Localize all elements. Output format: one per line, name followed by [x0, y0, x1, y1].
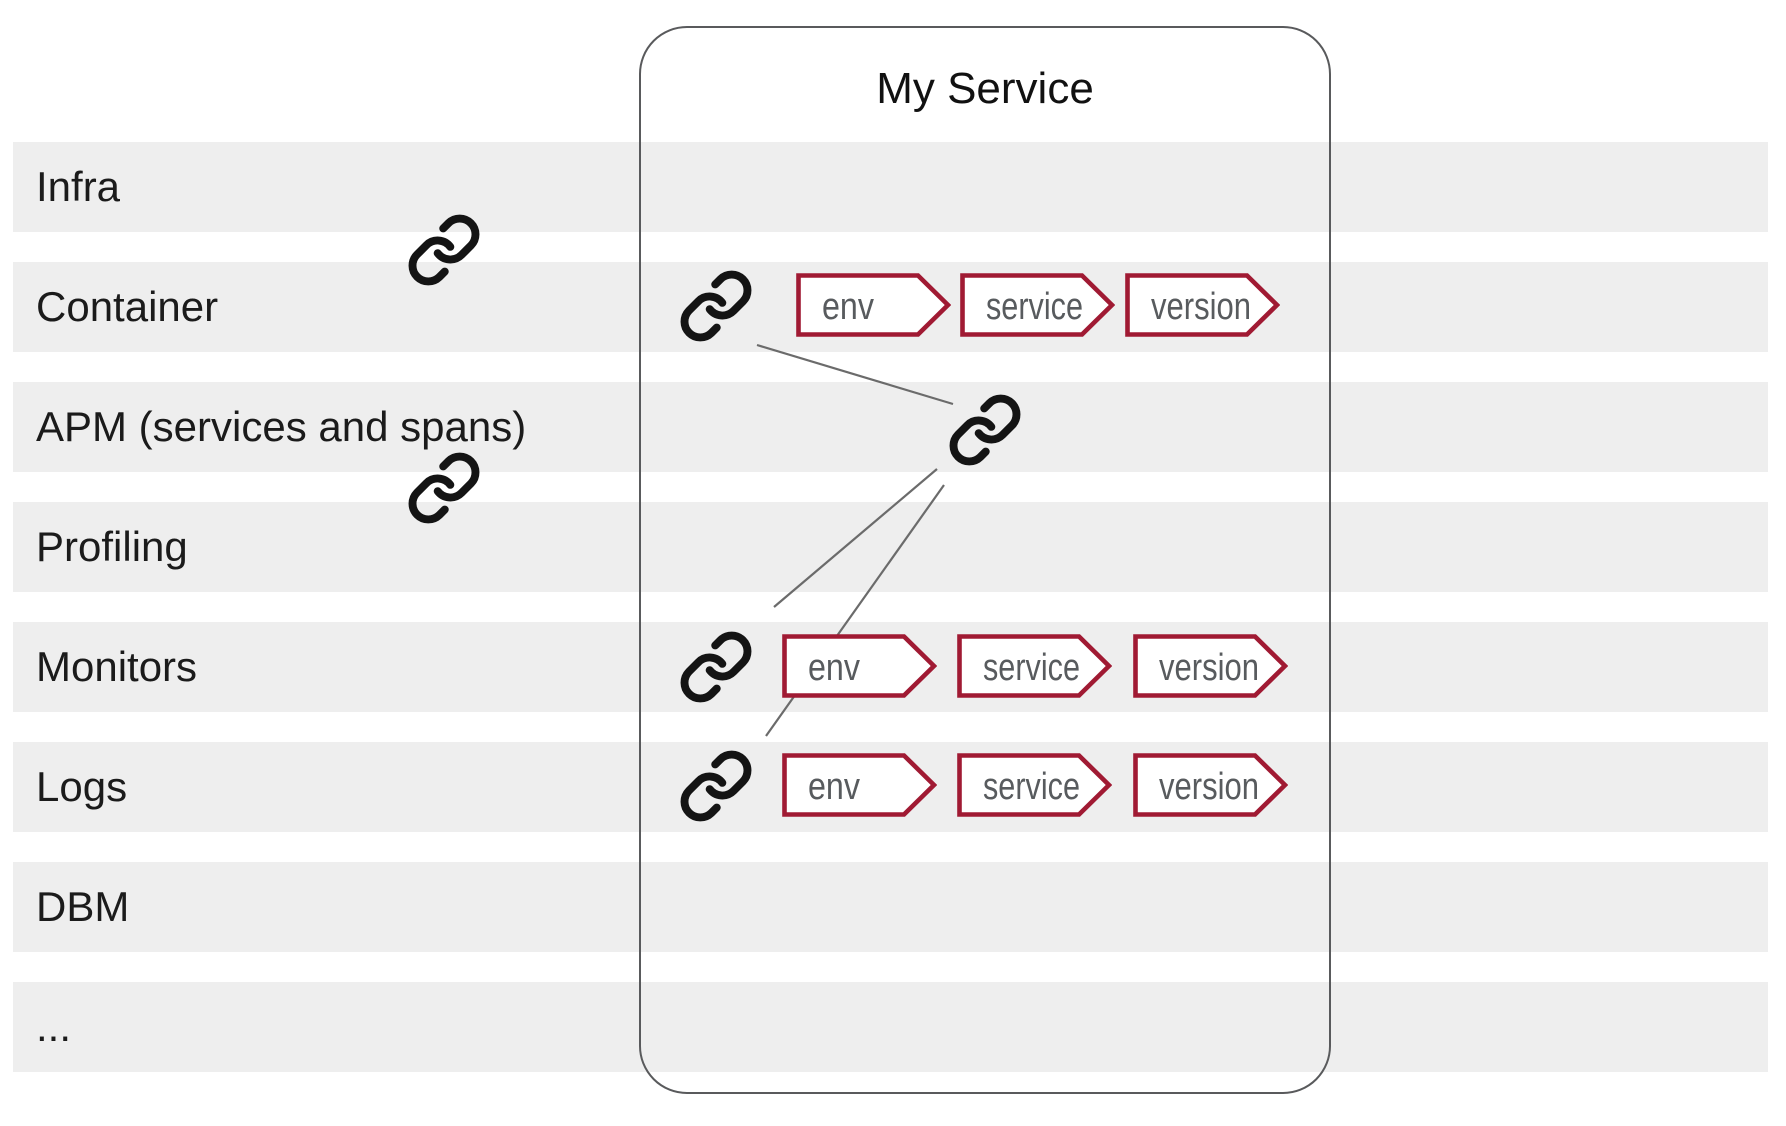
row-label: DBM [36, 883, 130, 930]
tag-env: env [796, 273, 951, 337]
row-label: Monitors [36, 643, 198, 690]
tag-service: service [957, 753, 1112, 817]
tag-label: version [1151, 286, 1251, 328]
row-label: Logs [36, 763, 128, 810]
tag-label: env [822, 286, 874, 328]
link-icon [678, 748, 754, 824]
tag-env: env [782, 753, 937, 817]
row-band-container: Container [13, 262, 1768, 352]
row-label: Infra [36, 163, 121, 210]
link-icon [947, 392, 1023, 468]
tag-label: service [986, 286, 1083, 328]
tag-service: service [957, 634, 1112, 698]
row-label: ... [36, 1003, 72, 1050]
tag-label: env [808, 766, 860, 808]
tag-label: version [1159, 647, 1259, 689]
row-label: Container [36, 283, 219, 330]
service-box-title: My Service [876, 64, 1094, 113]
tag-label: version [1159, 766, 1259, 808]
tag-version: version [1133, 753, 1288, 817]
link-icon [678, 629, 754, 705]
row-band-infra: Infra [13, 142, 1768, 232]
my-service-box [639, 26, 1331, 1094]
link-icon [678, 268, 754, 344]
link-icon [406, 450, 482, 526]
tag-service: service [960, 273, 1115, 337]
tag-version: version [1133, 634, 1288, 698]
tag-env: env [782, 634, 937, 698]
row-band-more: ... [13, 982, 1768, 1072]
tag-label: service [983, 766, 1080, 808]
tag-label: service [983, 647, 1080, 689]
row-label: APM (services and spans) [36, 403, 527, 450]
link-icon [406, 212, 482, 288]
tag-label: env [808, 647, 860, 689]
tag-version: version [1125, 273, 1280, 337]
row-band-dbm: DBM [13, 862, 1768, 952]
row-label: Profiling [36, 523, 188, 570]
